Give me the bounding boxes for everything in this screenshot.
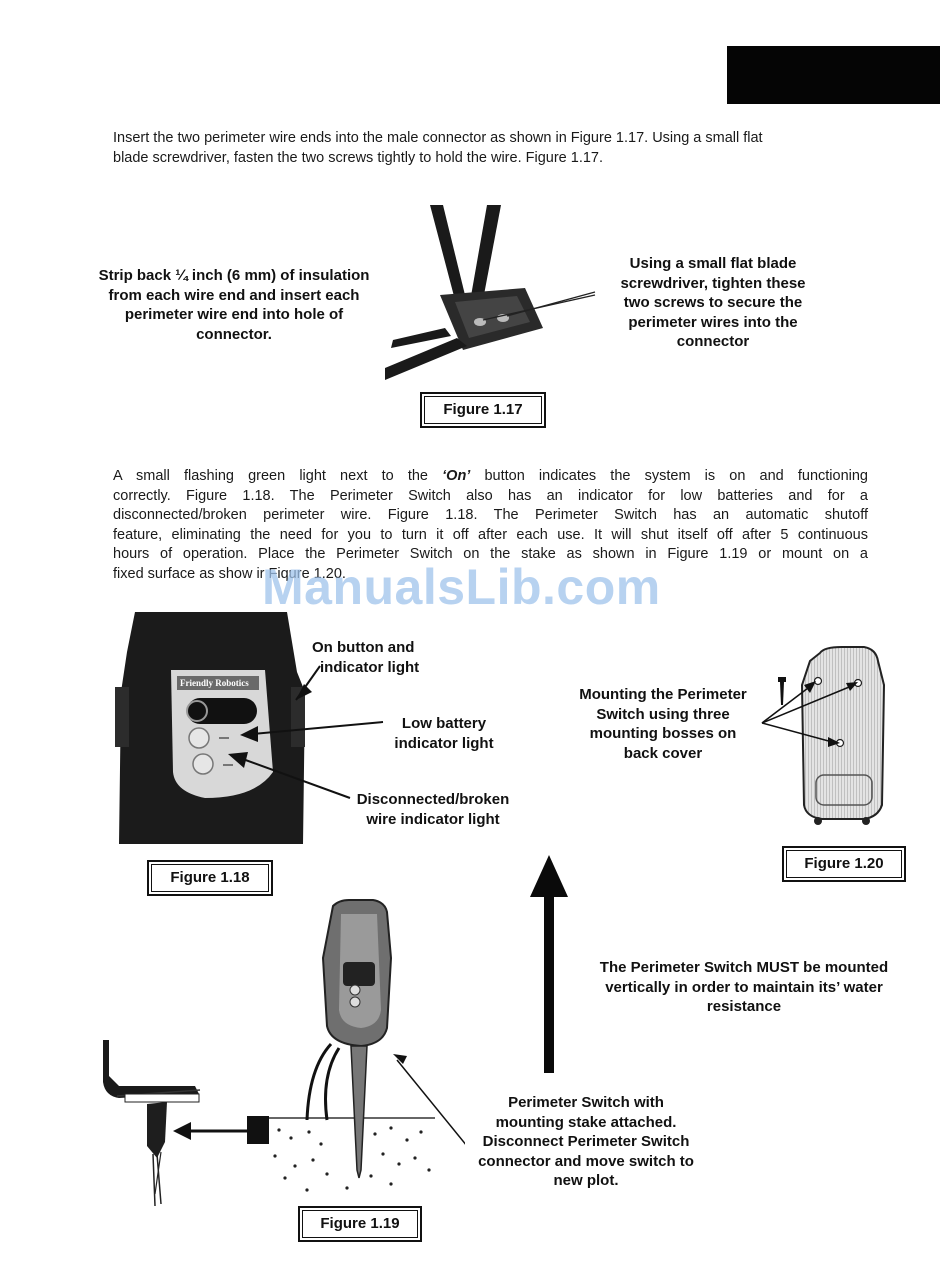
mounting-bosses-label: Mounting the Perimeter Switch using thre…: [562, 685, 764, 763]
vertical-arrow-icon: [530, 855, 568, 1073]
callout-line: two screws to secure the: [623, 294, 803, 311]
intro-paragraph: Insert the two perimeter wire ends into …: [113, 129, 883, 168]
label-line: On button and: [312, 639, 415, 656]
label-line: indicator light: [394, 734, 494, 752]
perimeter-switch-back-photo: [761, 646, 886, 825]
caption-text: Figure 1.19: [302, 1210, 418, 1238]
figure-1-17-caption: Figure 1.17: [420, 392, 546, 428]
strip-wire-callout: Strip back ¼ inch (6 mm) of insulation f…: [75, 266, 393, 344]
on-button-label: On button and indicator light: [312, 638, 440, 677]
callout-line: connector: [676, 333, 750, 350]
label-line: connector and move switch to: [478, 1152, 694, 1170]
figure-1-20-caption: Figure 1.20: [782, 846, 906, 882]
brand-label: Friendly Robotics: [180, 678, 249, 688]
figure-1-18-arrows: [228, 665, 384, 799]
caption-text: Figure 1.17: [424, 396, 542, 424]
main-line: hours of operation. Place the Perimeter …: [113, 546, 868, 562]
note-line: vertically in order to maintain its’ wat…: [605, 978, 883, 996]
callout-line: Strip back ¼ inch (6 mm) of insulation: [98, 267, 370, 284]
stake-attached-label: Perimeter Switch with mounting stake att…: [458, 1093, 714, 1191]
callout-line: Using a small flat blade: [629, 255, 797, 272]
callout-line: screwdriver, tighten these: [620, 274, 806, 292]
main-line: feature, eliminating the need for you to…: [113, 526, 868, 543]
intro-line-1: Insert the two perimeter wire ends into …: [113, 130, 763, 146]
intro-line-2: blade screwdriver, fasten the two screws…: [113, 149, 604, 166]
note-line: The Perimeter Switch MUST be mounted: [599, 959, 889, 976]
label-line: Disconnect Perimeter Switch: [482, 1133, 690, 1150]
perimeter-switch-front-photo: [115, 612, 305, 844]
callout-line: from each wire end and insert each: [108, 286, 360, 304]
text-run: button indicates the system is on and fu…: [470, 468, 868, 484]
label-line: indicator light: [320, 658, 420, 676]
callout-line: connector.: [196, 325, 272, 343]
label-line: Mounting the Perimeter: [579, 686, 747, 703]
section-tab: [727, 46, 940, 104]
connector-photo: [385, 200, 615, 385]
figure-1-19-caption: Figure 1.19: [298, 1206, 422, 1242]
label-line: mounting stake attached.: [495, 1113, 677, 1131]
text-run: A small flashing green light next to the: [113, 468, 443, 484]
tighten-screws-callout: Using a small flat blade screwdriver, ti…: [598, 254, 828, 352]
label-line: wire indicator light: [366, 810, 500, 828]
figure-1-18-caption: Figure 1.18: [147, 860, 273, 896]
label-line: Switch using three: [596, 705, 730, 723]
callout-line: perimeter wire end into hole of: [124, 306, 344, 323]
main-line: disconnected/broken perimeter wire. Figu…: [113, 507, 868, 523]
label-line: Perimeter Switch with: [508, 1094, 664, 1111]
main-line: correctly. Figure 1.18. The Perimeter Sw…: [113, 487, 868, 504]
label-line: Disconnected/broken: [356, 791, 510, 808]
disconnected-wire-label: Disconnected/broken wire indicator light: [342, 790, 524, 829]
label-line: back cover: [623, 744, 703, 762]
low-battery-label: Low battery indicator light: [384, 714, 504, 753]
on-emphasis: ‘On’: [442, 468, 471, 484]
main-line-last: fixed surface as show ir Fiqure 1.20.: [113, 565, 346, 582]
main-paragraph: A small flashing green light next to the…: [113, 467, 868, 584]
main-line-1: A small flashing green light next to the…: [113, 467, 868, 487]
vertical-mount-note: The Perimeter Switch MUST be mounted ver…: [578, 958, 910, 1017]
note-line: resistance: [706, 998, 782, 1015]
label-line: new plot.: [553, 1172, 619, 1189]
label-line: mounting bosses on: [589, 725, 737, 742]
caption-text: Figure 1.20: [786, 850, 902, 878]
switch-on-stake-photo: [103, 899, 465, 1207]
callout-line: perimeter wires into the: [628, 313, 798, 331]
label-line: Low battery: [401, 715, 487, 732]
caption-text: Figure 1.18: [151, 864, 269, 892]
watermark: ManualsLib.com: [262, 559, 661, 615]
